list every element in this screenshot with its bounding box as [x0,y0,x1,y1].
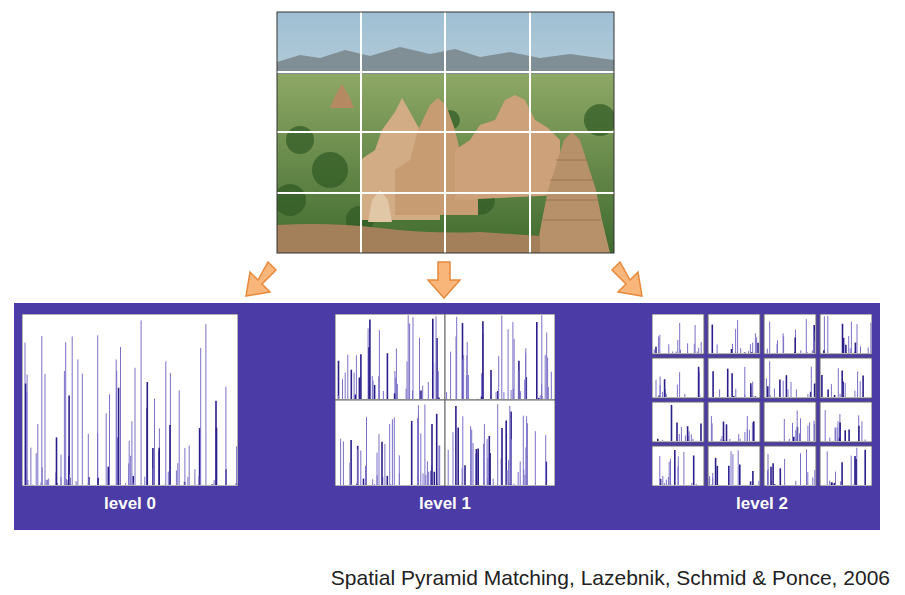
purple-band [14,303,880,530]
photo [277,12,614,253]
photo-frame [277,12,614,253]
histogram [335,314,555,486]
orange-arrows [246,262,642,298]
level-label: level 2 [652,494,872,514]
histogram [22,314,238,486]
histogram [652,314,872,486]
grid-lines [277,12,614,253]
level-panel: level 0 [22,314,238,518]
caption: Spatial Pyramid Matching, Lazebnik, Schm… [331,566,890,590]
level-label: level 1 [335,494,555,514]
level-panel: level 1 [335,314,555,518]
level-label: level 0 [22,494,238,514]
level-panel: level 2 [652,314,872,518]
